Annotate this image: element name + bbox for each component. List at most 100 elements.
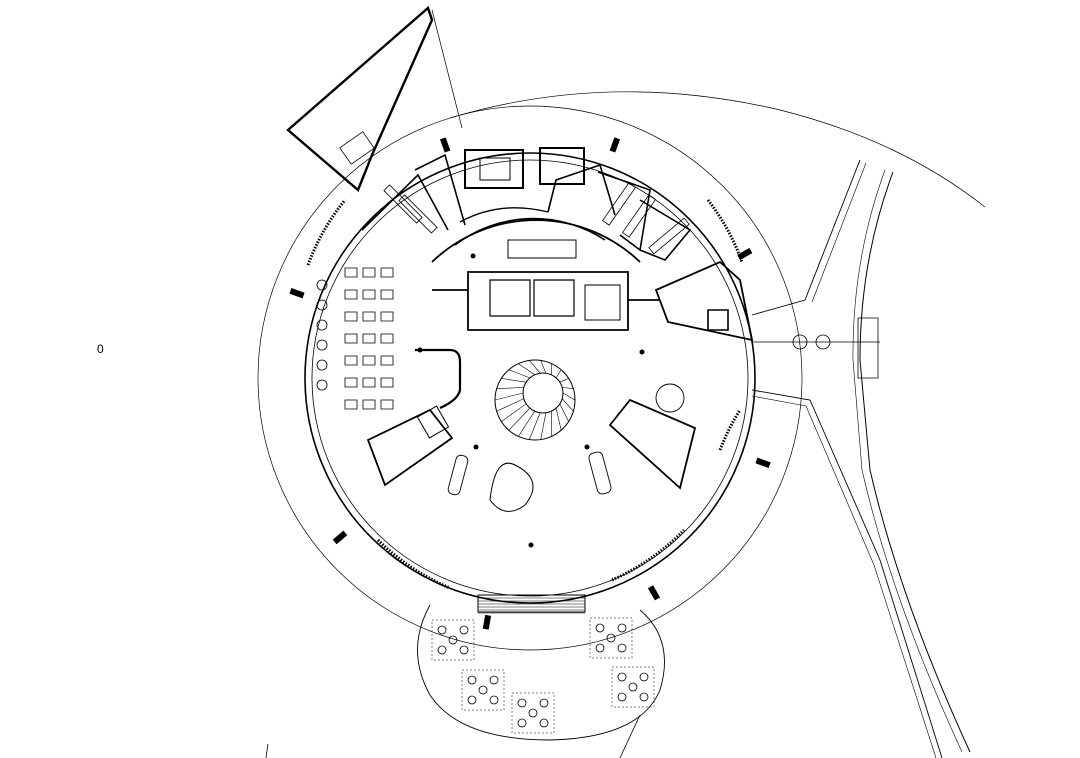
- stair-tread: [497, 399, 524, 412]
- table: [363, 356, 375, 365]
- light-fixture: [439, 137, 451, 153]
- column: [473, 444, 479, 450]
- table-round: [317, 360, 327, 370]
- north-room-1: [362, 175, 448, 230]
- southeast-core: [610, 400, 695, 488]
- north-east-room: [598, 172, 650, 250]
- annex-stair: [340, 132, 374, 164]
- table-round: [317, 380, 327, 390]
- sw-stair: [417, 406, 448, 438]
- table: [345, 378, 357, 387]
- chair: [629, 683, 637, 691]
- wc-2: [534, 280, 574, 316]
- spiral-stair-treads: [495, 360, 575, 439]
- round-table: [656, 384, 684, 412]
- column: [639, 349, 645, 355]
- northwest-annex: [288, 8, 432, 190]
- light-fixture: [289, 287, 305, 299]
- table: [381, 400, 393, 409]
- east-stair: [708, 310, 728, 330]
- east-path-left: [752, 390, 942, 758]
- perimeter-bench: [308, 200, 345, 265]
- interior-tables: [317, 268, 393, 409]
- stair-tread: [541, 360, 546, 373]
- perimeter-bench: [378, 540, 450, 588]
- column: [584, 444, 590, 450]
- stair-tread: [563, 393, 575, 400]
- central-block: [468, 272, 628, 330]
- table: [363, 378, 375, 387]
- table: [363, 312, 375, 321]
- bench: [384, 185, 422, 223]
- stair-tread: [562, 399, 573, 412]
- table: [363, 400, 375, 409]
- stair-tread: [529, 413, 540, 440]
- light-fixture: [647, 585, 661, 601]
- table: [345, 334, 357, 343]
- north-room-2: [415, 155, 465, 225]
- east-path-right: [860, 172, 970, 752]
- stair-tread: [541, 413, 546, 440]
- stair-tread: [495, 393, 523, 400]
- entrance-steps: [478, 595, 585, 612]
- chair: [490, 676, 498, 684]
- perimeter-bench: [612, 530, 684, 580]
- bench: [649, 218, 689, 254]
- light-fixture: [737, 247, 753, 261]
- chair: [596, 624, 604, 632]
- chair: [438, 626, 446, 634]
- inner-ring-wall-2: [455, 219, 605, 245]
- column: [470, 253, 476, 259]
- table: [381, 290, 393, 299]
- table: [345, 290, 357, 299]
- stair-tread: [518, 411, 534, 436]
- east-path-right-2: [853, 170, 962, 752]
- stair-tread: [501, 404, 526, 422]
- building-outer-wall: [305, 153, 755, 603]
- column: [417, 347, 423, 353]
- column: [528, 542, 534, 548]
- light-fixture: [332, 530, 348, 545]
- east-tree: [793, 335, 807, 349]
- stair-tread: [529, 360, 540, 373]
- table: [345, 312, 357, 321]
- site-edge: [620, 715, 640, 758]
- stair-tread: [556, 370, 561, 378]
- table-group: [612, 667, 654, 707]
- stair-tread: [509, 370, 530, 378]
- table-group: [590, 618, 632, 658]
- stair-tread: [497, 387, 524, 388]
- chair: [596, 644, 604, 652]
- table: [381, 356, 393, 365]
- bench: [603, 183, 636, 225]
- chair: [518, 719, 526, 727]
- stair-tread: [560, 404, 569, 422]
- stair-tread: [518, 364, 534, 375]
- table: [345, 400, 357, 409]
- chair: [618, 673, 626, 681]
- table-round: [317, 320, 327, 330]
- chair: [468, 676, 476, 684]
- perimeter-bench: [708, 200, 742, 262]
- table-round: [317, 340, 327, 350]
- chair: [607, 634, 615, 642]
- north-east-room-2: [640, 200, 690, 260]
- chair: [490, 696, 498, 704]
- north-core-inner: [480, 158, 510, 180]
- table: [363, 334, 375, 343]
- terrace-outline: [418, 605, 665, 740]
- chair: [438, 646, 446, 654]
- counter-2: [585, 285, 620, 320]
- site-boundary-arc: [450, 92, 985, 207]
- chair: [529, 709, 537, 717]
- outer-site-ring: [258, 106, 802, 650]
- chair: [640, 673, 648, 681]
- light-fixture: [609, 137, 621, 153]
- north-core: [465, 150, 523, 188]
- table-group: [432, 620, 474, 660]
- stair-tread: [562, 387, 573, 388]
- bench: [623, 195, 656, 237]
- east-path-upper-2: [812, 163, 866, 302]
- building-inner-wall: [312, 160, 748, 596]
- east-path-left-2: [752, 396, 936, 758]
